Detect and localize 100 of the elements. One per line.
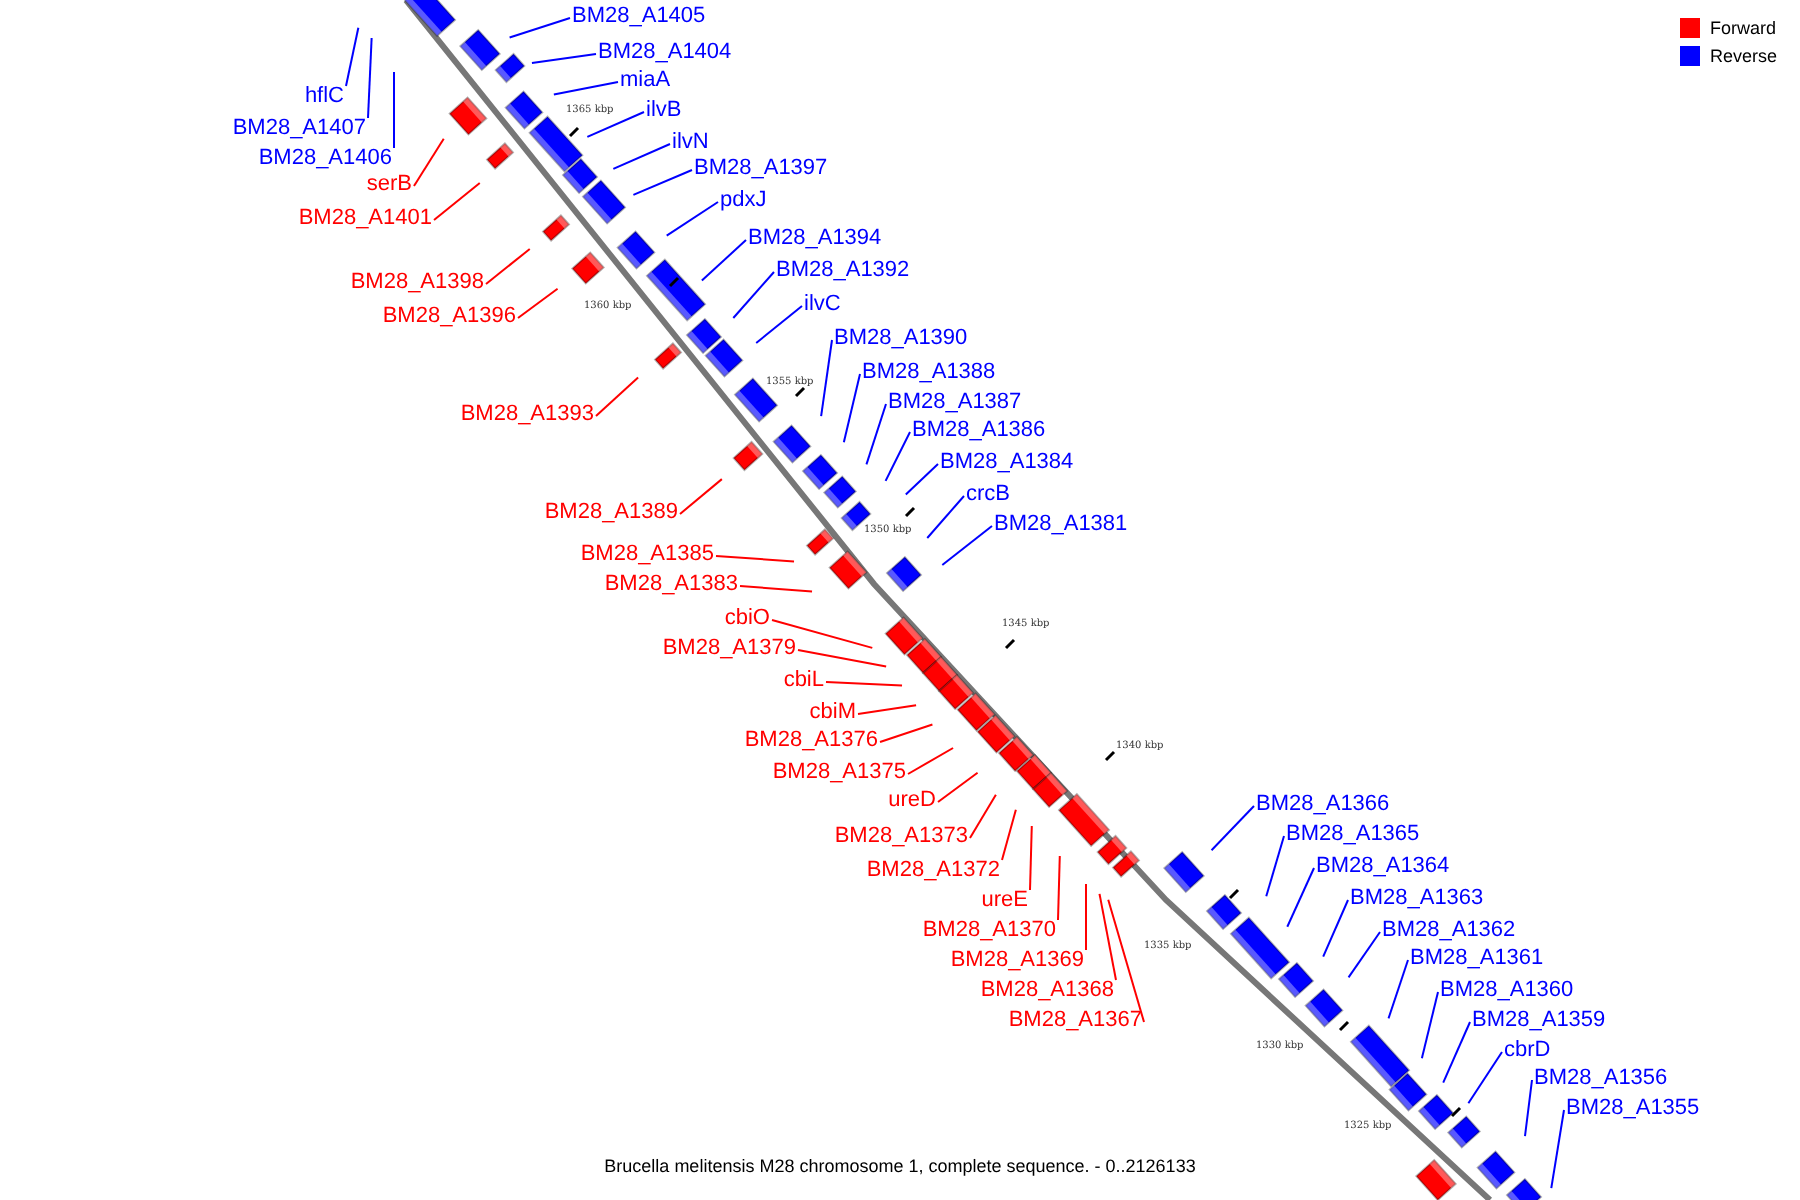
- gene-label: BM28_A1397: [694, 156, 828, 182]
- leader-line: [1442, 1021, 1471, 1084]
- gene-label: BM28_A1396: [382, 304, 516, 330]
- leader-line: [612, 143, 671, 170]
- leader-line: [595, 376, 640, 417]
- gene-label: BM28_A1407: [232, 116, 366, 142]
- gene-label: serB: [366, 172, 412, 198]
- leader-line: [1322, 899, 1349, 958]
- leader-line: [884, 431, 911, 482]
- gene-label: ureD: [888, 788, 936, 814]
- gene-label: ilvB: [646, 98, 682, 124]
- gene-label: BM28_A1404: [598, 40, 732, 66]
- gene-label: BM28_A1383: [604, 572, 738, 598]
- leader-line: [820, 339, 833, 418]
- gene-label: BM28_A1355: [1566, 1096, 1700, 1122]
- gene-label: BM28_A1361: [1410, 946, 1544, 972]
- leader-line: [1524, 1079, 1533, 1138]
- gene-label: BM28_A1387: [888, 390, 1022, 416]
- gene-label: hflC: [304, 84, 344, 110]
- leader-line: [393, 71, 395, 149]
- gene-label: pdxJ: [720, 188, 767, 214]
- gene-label: BM28_A1394: [748, 226, 882, 252]
- gene-label: BM28_A1381: [994, 512, 1128, 538]
- gene-label: BM28_A1368: [980, 978, 1114, 1004]
- leader-line: [367, 37, 373, 119]
- leader-line: [969, 793, 997, 839]
- leader-line: [825, 681, 903, 687]
- leader-line: [679, 478, 723, 515]
- leader-line: [632, 169, 693, 196]
- gene-label: BM28_A1375: [772, 760, 906, 786]
- leader-line: [413, 137, 445, 187]
- legend-label: Reverse: [1710, 44, 1778, 68]
- leader-line: [485, 248, 531, 285]
- leader-line: [904, 463, 939, 496]
- gene-label: BM28_A1384: [940, 450, 1074, 476]
- leader-line: [1210, 805, 1255, 852]
- leader-line: [857, 704, 918, 715]
- gene-label: BM28_A1362: [1382, 918, 1516, 944]
- gene-label: BM28_A1406: [258, 146, 392, 172]
- leader-line: [665, 201, 719, 237]
- leader-line: [586, 111, 645, 138]
- gene-label: BM28_A1356: [1534, 1066, 1668, 1092]
- gene-label: BM28_A1359: [1472, 1008, 1606, 1034]
- gene-label: BM28_A1398: [350, 270, 484, 296]
- gene-label: BM28_A1365: [1286, 822, 1420, 848]
- leader-line: [715, 555, 795, 563]
- gene-label: BM28_A1366: [1256, 792, 1390, 818]
- leader-line: [771, 619, 874, 649]
- leader-line: [879, 723, 934, 743]
- leader-line: [937, 771, 979, 803]
- leader-line: [1029, 825, 1033, 891]
- leader-line: [1098, 892, 1117, 981]
- leader-line: [1001, 808, 1017, 861]
- gene-label: cbiL: [783, 668, 824, 694]
- leader-line: [797, 649, 888, 668]
- leader-line: [517, 287, 559, 319]
- legend-label: Forward: [1710, 16, 1777, 40]
- gene-label: BM28_A1392: [776, 258, 910, 284]
- leader-line: [739, 585, 813, 593]
- leader-line: [732, 271, 775, 319]
- leader-line: [1107, 898, 1145, 1023]
- gene-label: cbiM: [809, 700, 856, 726]
- gene-label: BM28_A1388: [862, 360, 996, 386]
- gene-label: BM28_A1389: [544, 500, 678, 526]
- gene-label: BM28_A1370: [922, 918, 1056, 944]
- leader-line: [1265, 835, 1285, 898]
- leader-line: [700, 239, 747, 282]
- gene-label: miaA: [620, 68, 671, 94]
- gene-label: BM28_A1376: [744, 728, 878, 754]
- leader-line: [1286, 867, 1315, 928]
- leader-line: [865, 403, 887, 466]
- caption: Brucella melitensis M28 chromosome 1, complete sequence. - 0..2126133: [604, 1156, 1196, 1176]
- gene-label: BM28_A1364: [1316, 854, 1450, 880]
- gene-label: cbiO: [724, 606, 770, 632]
- gene-label: BM28_A1363: [1350, 886, 1484, 912]
- gene-label: BM28_A1373: [834, 824, 968, 850]
- gene-label: BM28_A1390: [834, 326, 968, 352]
- leader-line: [755, 305, 803, 344]
- leader-line: [433, 182, 481, 221]
- leader-line: [1085, 883, 1087, 951]
- gene-label: BM28_A1401: [298, 206, 432, 232]
- leader-line: [530, 53, 597, 64]
- gene-label: BM28_A1386: [912, 418, 1046, 444]
- gene-label: BM28_A1405: [572, 4, 706, 30]
- gene-label: BM28_A1369: [950, 948, 1084, 974]
- leader-line: [345, 26, 360, 87]
- gene-label: BM28_A1379: [662, 636, 796, 662]
- leader-line: [1467, 1051, 1503, 1105]
- gene-label: ilvN: [672, 130, 709, 156]
- leader-line: [552, 81, 619, 96]
- gene-label: BM28_A1367: [1008, 1008, 1142, 1034]
- gene-label: BM28_A1372: [866, 858, 1000, 884]
- leader-line: [1387, 959, 1409, 1020]
- gene-label: BM28_A1385: [580, 542, 714, 568]
- gene-label: crcB: [966, 482, 1010, 508]
- leader-line: [941, 525, 993, 567]
- leader-line: [842, 373, 861, 444]
- leader-line: [1057, 855, 1061, 921]
- gene-label: BM28_A1393: [460, 402, 594, 428]
- gene-label: BM28_A1360: [1440, 978, 1574, 1004]
